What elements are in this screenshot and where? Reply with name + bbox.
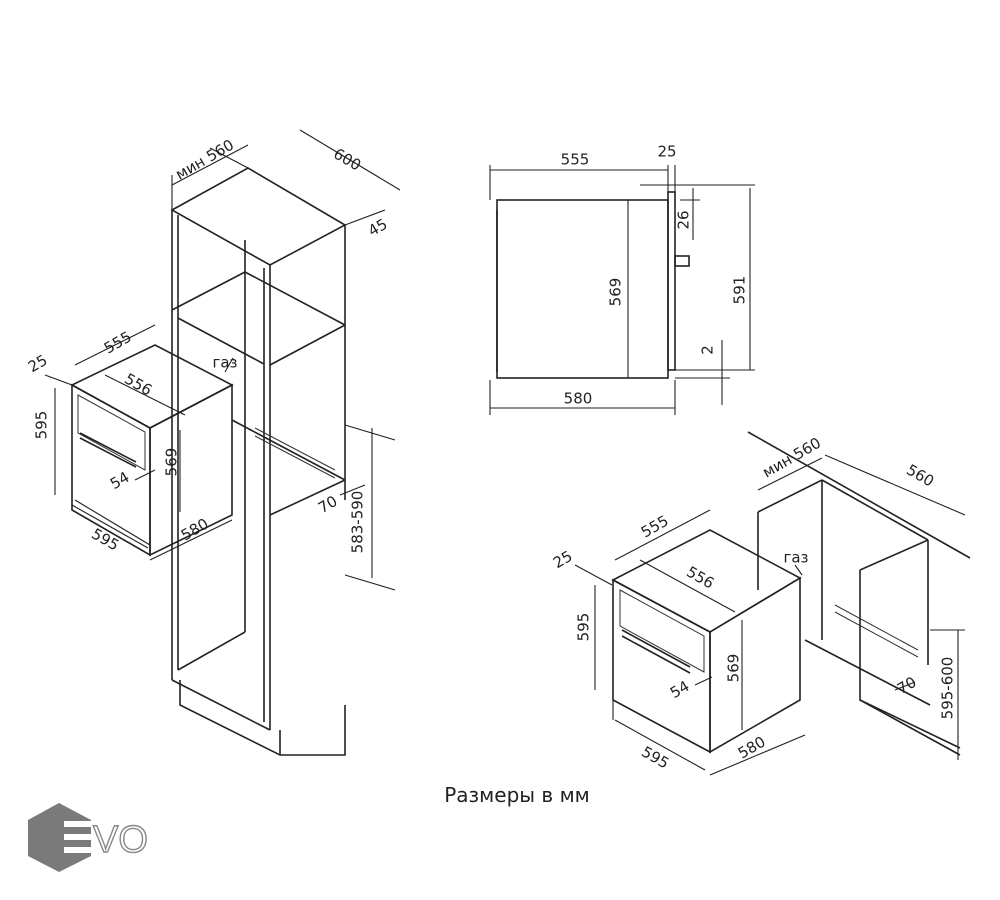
dim-uc-vent-depth: 70 [894, 673, 920, 698]
dim-back-gap: 45 [365, 215, 391, 240]
dim-uc-handle-offset: 54 [667, 677, 693, 702]
dim-uc-oven-depth: 555 [638, 512, 672, 542]
dim-uc-front-thickness: 25 [550, 547, 576, 572]
dim-cabinet-width-min: мин 560 [172, 136, 237, 184]
tall-cabinet [170, 129, 401, 756]
dim-inner-width: 556 [121, 370, 155, 400]
dim-front-thickness: 25 [25, 351, 51, 376]
dim-uc-body-width: 580 [735, 733, 769, 763]
dim-uc-oven-height: 595 [575, 613, 593, 642]
dim-uc-inner-width: 556 [683, 563, 717, 593]
logo-text: VO [93, 819, 148, 861]
logo-hexagon-icon [28, 803, 91, 872]
dim-handle-offset: 54 [107, 468, 133, 493]
dim-side-body-height: 569 [607, 278, 625, 307]
dim-side-bottom-gap: 2 [699, 345, 717, 355]
dim-vent-depth: 70 [315, 492, 341, 517]
dim-side-body-width: 580 [564, 390, 593, 408]
dim-body-width: 580 [178, 515, 212, 545]
evo-logo: VO [28, 803, 149, 872]
dim-uc-cabinet-depth: 560 [903, 461, 937, 491]
dim-uc-oven-width: 595 [638, 743, 672, 773]
oven-isometric-left [44, 324, 234, 561]
oven-isometric-right [574, 509, 806, 776]
dim-body-height: 569 [163, 448, 181, 477]
dim-uc-niche-height: 595-600 [939, 657, 957, 720]
dim-uc-body-height: 569 [725, 654, 743, 683]
dim-uc-cabinet-width-min: мин 560 [759, 434, 824, 482]
dim-side-niche-height: 591 [731, 276, 749, 305]
oven-side-view [489, 165, 755, 415]
dim-side-body-depth: 555 [561, 151, 590, 169]
uc-gas-label: газ [783, 549, 808, 567]
dim-niche-height: 583-590 [349, 491, 367, 554]
dim-oven-height: 595 [33, 411, 51, 440]
dim-cabinet-depth: 600 [330, 145, 364, 175]
dim-side-front-thickness: 25 [657, 143, 676, 161]
gas-label: газ [212, 354, 237, 372]
dim-side-top-offset: 26 [675, 210, 693, 229]
dim-oven-width: 595 [88, 525, 122, 555]
dim-oven-depth: 555 [101, 328, 135, 358]
units-caption: Размеры в мм [444, 783, 590, 807]
under-counter-cabinet [747, 431, 971, 760]
